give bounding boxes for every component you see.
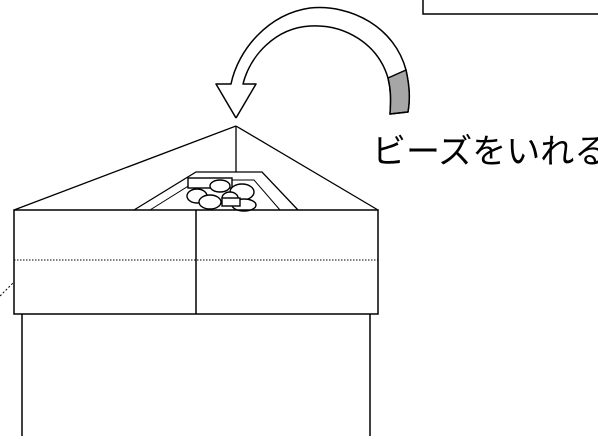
box-body (0, 209, 379, 315)
caption-insert-beads: ビーズをいれる (372, 132, 598, 172)
note-box-edge (422, 0, 598, 15)
curved-arrow-icon (215, 6, 411, 119)
box-base (21, 314, 371, 436)
bead-icon (186, 177, 257, 212)
